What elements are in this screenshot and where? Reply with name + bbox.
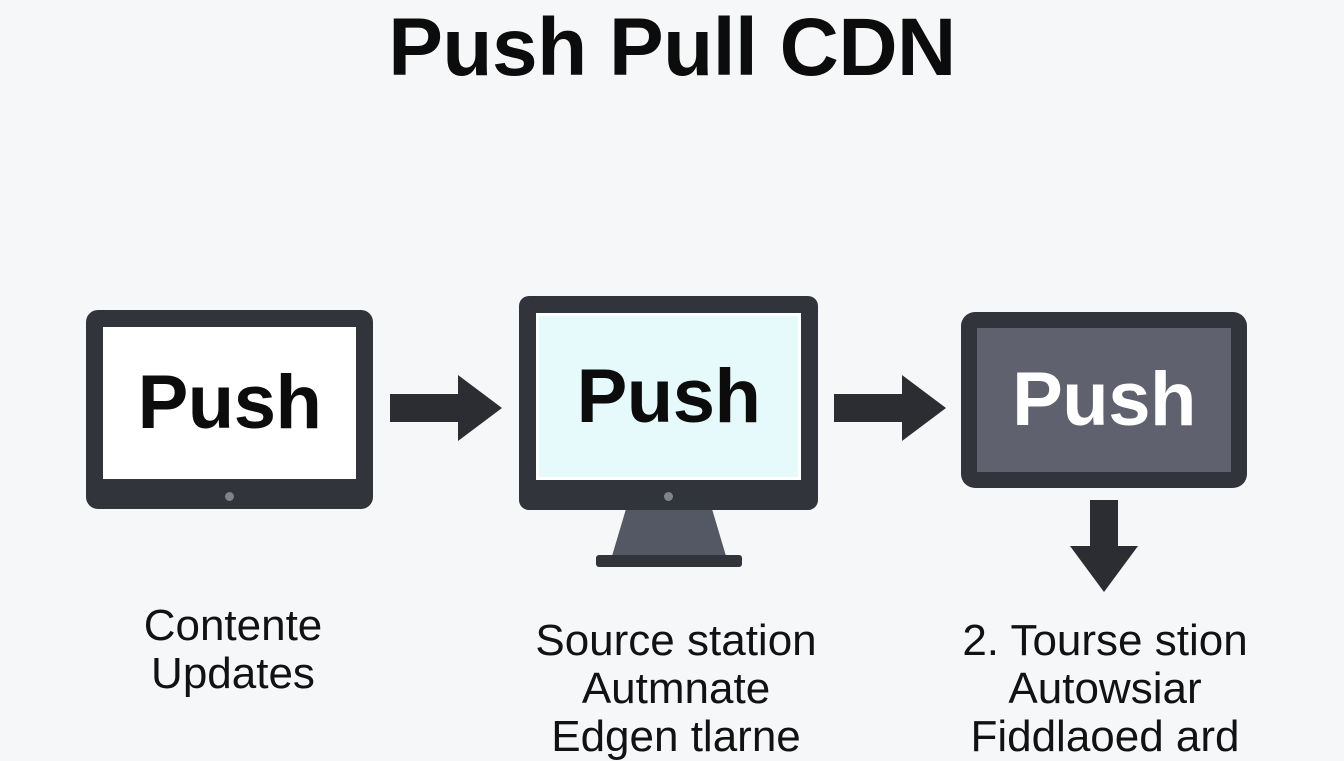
- arrow-down-icon: [1070, 500, 1138, 592]
- arrow-right-icon: [390, 375, 502, 441]
- desktop-monitor-icon: Push: [519, 296, 818, 510]
- device-screen-text: Push: [137, 360, 322, 445]
- arrow-right-icon: [834, 375, 946, 441]
- monitor-stand: [612, 510, 726, 556]
- device-screen-text: Push: [576, 353, 761, 439]
- server-display-icon: Push: [961, 312, 1247, 488]
- label-line: Autowsiar: [1008, 664, 1202, 713]
- label-line: Contente: [143, 601, 323, 650]
- label-line: Fiddlaoed ard: [970, 712, 1240, 761]
- label-line: Updates: [151, 649, 315, 698]
- step-label-source-station: Source station Autmnate Edgen tlarne: [476, 617, 876, 761]
- monitor-stand-base: [596, 555, 742, 567]
- device-screen-text: Push: [1012, 357, 1196, 442]
- laptop-icon: Push: [86, 310, 373, 509]
- power-led-icon: [225, 492, 234, 501]
- step-label-content-updates: Contente Updates: [83, 602, 383, 698]
- label-line: Edgen tlarne: [551, 712, 801, 761]
- label-line: 2. Tourse stion: [962, 616, 1248, 665]
- power-led-icon: [664, 492, 673, 501]
- step-label-tourse-stion: 2. Tourse stion Autowsiar Fiddlaoed ard: [905, 617, 1305, 761]
- label-line: Source station: [535, 616, 817, 665]
- page-title: Push Pull CDN: [388, 2, 956, 93]
- label-line: Autmnate: [581, 664, 771, 713]
